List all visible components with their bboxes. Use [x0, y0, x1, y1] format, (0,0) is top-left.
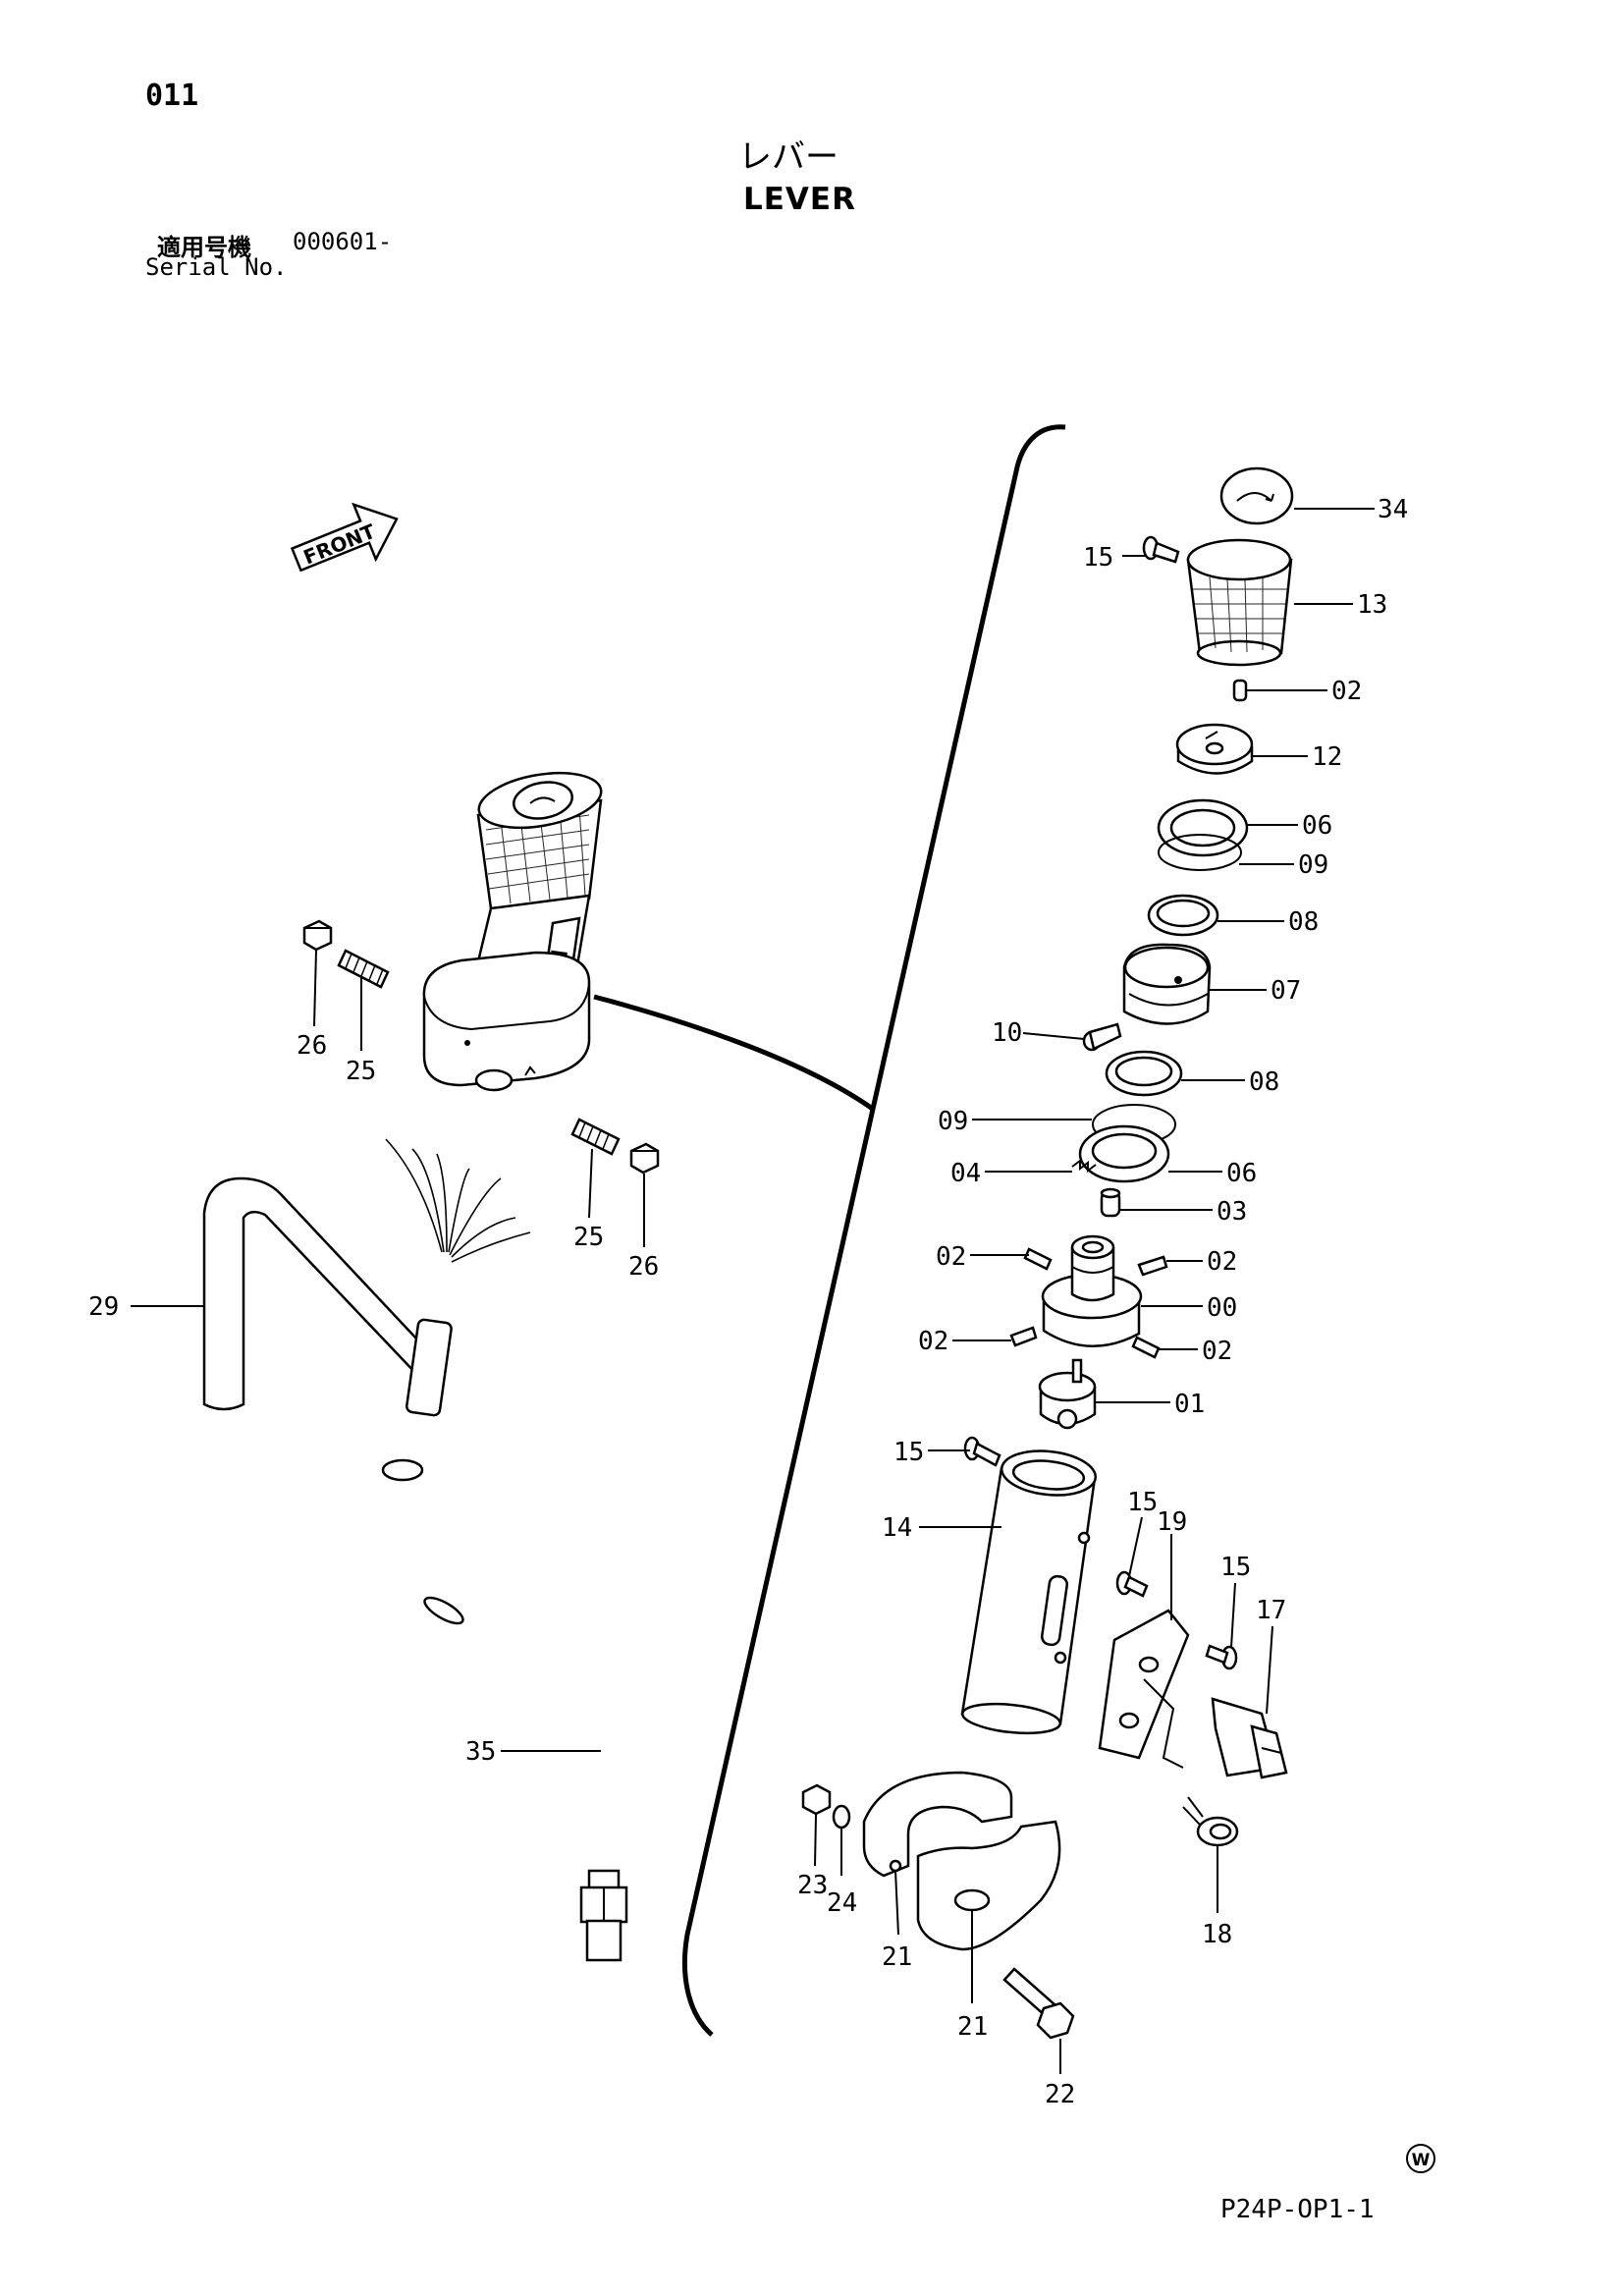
- drawing-code: P24P-OP1-1: [1220, 2195, 1375, 2224]
- callout-02-c: 02: [1207, 1247, 1237, 1277]
- page-title: LEVER: [743, 182, 856, 217]
- ring-06-top: [1157, 798, 1249, 857]
- callout-08-b: 08: [1249, 1067, 1279, 1097]
- callout-13: 13: [1357, 590, 1387, 620]
- mark-letter: W: [1412, 2151, 1431, 2170]
- clamp-half-21-lower: [916, 1820, 1061, 1951]
- ring-06-bottom: [1078, 1124, 1170, 1183]
- knob-12: [1175, 723, 1254, 775]
- setscrew-02-a: [1232, 679, 1248, 702]
- screw-15-mid: [963, 1436, 1001, 1467]
- callout-01: 01: [1174, 1390, 1205, 1419]
- pin-10: [1082, 1022, 1122, 1052]
- callout-02: 02: [1331, 677, 1362, 706]
- stud-25-left: [337, 949, 390, 989]
- bushing-08-top: [1147, 894, 1219, 937]
- page-title-japanese: レバー: [738, 137, 839, 177]
- screw-15-plate-a: [1115, 1570, 1149, 1598]
- screw-15-plate-b: [1205, 1644, 1238, 1670]
- callout-34: 34: [1378, 495, 1408, 524]
- nut-26-right: [629, 1142, 660, 1175]
- callout-15-d: 15: [1220, 1553, 1251, 1582]
- callout-06-b: 06: [1226, 1159, 1257, 1188]
- callout-25-b: 25: [573, 1223, 604, 1252]
- front-label: FRONT: [300, 519, 379, 570]
- nut-23: [801, 1783, 832, 1816]
- leader-lines: [131, 508, 1375, 2074]
- callout-29: 29: [88, 1292, 119, 1322]
- callout-02-b: 02: [936, 1242, 966, 1272]
- stud-25-right: [570, 1118, 621, 1156]
- assembly-leader-line: [593, 994, 876, 1113]
- callout-07: 07: [1271, 976, 1301, 1006]
- base-00: [1041, 1234, 1143, 1348]
- setscrew-02-b: [1023, 1247, 1053, 1271]
- callout-22: 22: [1045, 2080, 1075, 2109]
- callout-09: 09: [1298, 850, 1328, 880]
- callout-10: 10: [992, 1018, 1022, 1048]
- callout-15: 15: [1083, 543, 1113, 573]
- bushing-08-bottom: [1105, 1050, 1183, 1097]
- bolt-22: [1002, 1967, 1075, 2040]
- exploded-view-bracket: [681, 424, 1066, 2037]
- callout-21: 21: [882, 1942, 912, 1972]
- setscrew-02-c: [1137, 1255, 1168, 1277]
- callout-labels: 34 15 13 02 12 06 09 08 07 10 08 09 04 0…: [88, 495, 1408, 2109]
- setscrew-02-e: [1131, 1336, 1161, 1359]
- manufacturer-mark-icon: W: [1406, 2144, 1435, 2173]
- callout-15-c: 15: [1127, 1488, 1158, 1517]
- callout-21-b: 21: [957, 2012, 988, 2042]
- assembled-lever: [422, 771, 603, 1092]
- callout-02-e: 02: [1202, 1337, 1232, 1366]
- page-number: 011: [145, 79, 199, 113]
- washer-24: [832, 1804, 851, 1830]
- lever-rod: [202, 1176, 434, 1411]
- body-07: [1122, 943, 1212, 1025]
- clamp-half-21-upper: [862, 1771, 1013, 1878]
- callout-24: 24: [827, 1888, 857, 1918]
- setscrew-02-d: [1009, 1326, 1038, 1347]
- serial-label-japanese: 適用号機: [157, 234, 251, 261]
- callout-08: 08: [1288, 907, 1319, 937]
- switch-01: [1038, 1358, 1097, 1430]
- serial-value: 000601-: [293, 228, 393, 255]
- callout-26-b: 26: [628, 1252, 659, 1282]
- callout-15-b: 15: [893, 1438, 924, 1467]
- sleeve-03: [1100, 1187, 1121, 1218]
- knurled-grip-13: [1186, 538, 1293, 667]
- callout-19: 19: [1157, 1507, 1187, 1537]
- nut-26-left: [302, 919, 333, 952]
- callout-02-d: 02: [918, 1327, 948, 1356]
- callout-00: 00: [1207, 1293, 1237, 1323]
- tube-14: [960, 1449, 1098, 1735]
- front-arrow-icon: FRONT: [290, 502, 399, 573]
- wire-harness: [381, 1138, 628, 1962]
- callout-17: 17: [1256, 1596, 1286, 1625]
- serial-label: Serial No.: [145, 253, 288, 281]
- callout-18: 18: [1202, 1920, 1232, 1949]
- push-switch-18: [1182, 1796, 1239, 1847]
- rocker-switch-17: [1211, 1697, 1288, 1779]
- screw-15-top: [1142, 535, 1180, 564]
- callout-06: 06: [1302, 811, 1332, 841]
- callout-04: 04: [950, 1159, 981, 1188]
- callout-25: 25: [346, 1057, 376, 1086]
- spring-04: [1071, 1159, 1097, 1173]
- plate-19: [1098, 1609, 1190, 1769]
- callout-35: 35: [465, 1737, 496, 1767]
- callout-03: 03: [1217, 1197, 1247, 1227]
- callout-09-b: 09: [938, 1107, 968, 1136]
- callout-12: 12: [1312, 742, 1342, 772]
- callout-14: 14: [882, 1513, 912, 1543]
- cap-34: [1219, 466, 1294, 525]
- o-ring-09-top: [1158, 834, 1242, 871]
- callout-23: 23: [797, 1871, 828, 1900]
- callout-26: 26: [297, 1031, 327, 1061]
